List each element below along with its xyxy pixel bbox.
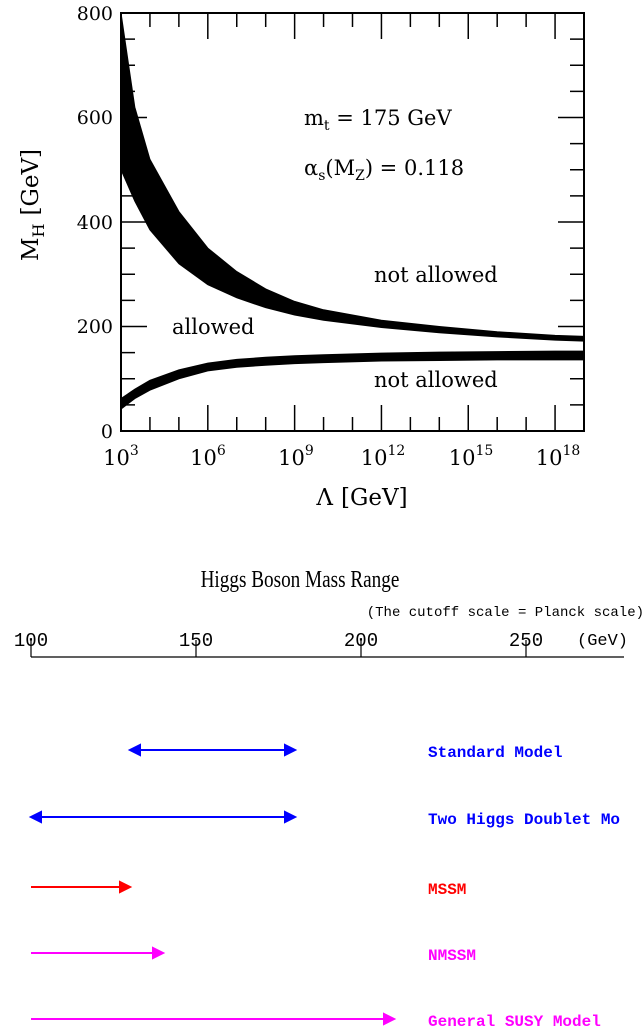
y-tick-label: 200 [77,316,113,338]
mass-unit-label: (GeV) [577,632,628,651]
range-arrow [31,946,166,960]
mass-tick-label: 200 [344,630,378,652]
mass-axis-ticks [30,640,527,657]
range-arrow [31,880,133,894]
model-label: Two Higgs Doublet Mo [428,811,620,829]
model-label: Standard Model [428,744,562,762]
range-standard-model: Standard Model [127,743,562,762]
top-quark-mass-annotation: mt = 175 GeV [304,106,452,134]
range-arrow [28,810,298,824]
mass-tick-label: 100 [14,630,48,652]
model-ranges: Standard Model Two Higgs Doublet Mo MSSM… [28,743,620,1031]
range-chart-subtitle: (The cutoff scale = Planck scale) [367,605,644,621]
model-label: NMSSM [428,947,476,965]
x-tick-label: 1018 [536,443,581,470]
x-tick-label: 1012 [361,443,406,470]
not-allowed-upper-label: not allowed [374,263,498,287]
y-tick-labels: 0 200 400 600 800 [77,3,113,443]
allowed-label: allowed [172,315,254,339]
x-tick-label: 103 [103,443,139,470]
lower-bound-band [120,350,585,411]
y-tick-label: 600 [77,107,113,129]
x-axis-label: Λ[GeV] [315,485,407,511]
x-tick-label: 1015 [449,443,494,470]
coupling-annotation: αs(MZ) = 0.118 [304,156,464,184]
range-general-susy: General SUSY Model [31,1012,601,1031]
mass-range-chart: Higgs Boson Mass Range (The cutoff scale… [14,566,644,1031]
range-mssm: MSSM [31,880,466,899]
mass-bound-chart: 0 200 400 600 800 103 106 109 1012 1015 … [18,3,585,511]
y-tick-label: 400 [77,212,113,234]
y-axis-label: MH[GeV] [18,149,48,261]
range-chart-title: Higgs Boson Mass Range [201,566,400,593]
x-tick-labels: 103 106 109 1012 1015 1018 [103,443,580,470]
range-nmssm: NMSSM [31,946,476,965]
y-tick-label: 800 [77,3,113,25]
not-allowed-lower-label: not allowed [374,368,498,392]
x-tick-label: 109 [278,443,314,470]
upper-bound-band [120,12,585,342]
mass-tick-label: 150 [179,630,213,652]
range-arrow [127,743,298,757]
x-tick-label: 106 [190,443,226,470]
mass-tick-label: 250 [509,630,543,652]
y-tick-label: 0 [101,421,113,443]
range-two-higgs-doublet: Two Higgs Doublet Mo [28,810,620,829]
model-label: General SUSY Model [428,1013,601,1031]
range-arrow [31,1012,397,1026]
model-label: MSSM [428,881,466,899]
axis-ticks [121,13,584,431]
